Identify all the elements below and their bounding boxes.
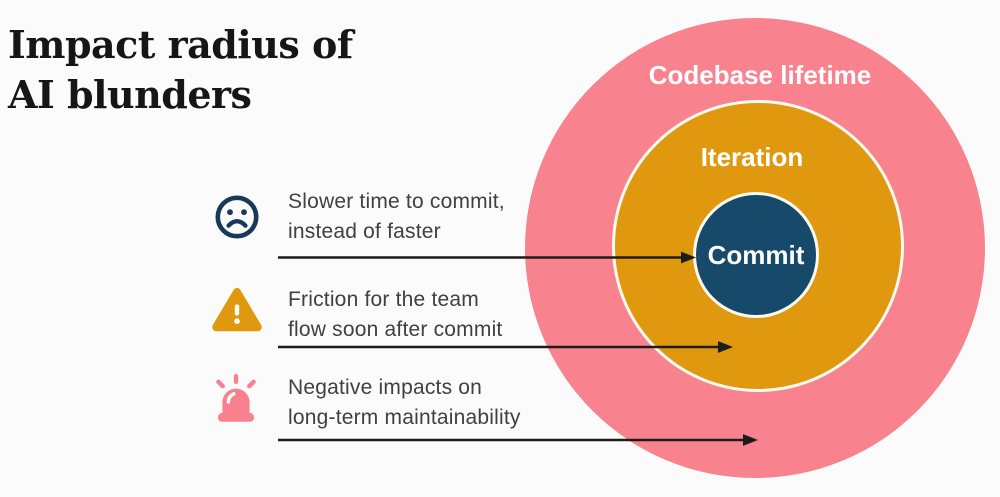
- annotation-text-team-friction: Friction for the team flow soon after co…: [288, 285, 502, 345]
- ring-label-codebase-lifetime: Codebase lifetime: [648, 60, 872, 90]
- annotation-line: Friction for the team: [288, 288, 479, 311]
- sad-face-icon: [213, 193, 261, 246]
- page-title: Impact radius of AI blunders: [8, 20, 353, 120]
- ring-label-commit: Commit: [707, 239, 805, 270]
- annotation-text-slower-commit: Slower time to commit, instead of faster: [288, 187, 505, 247]
- annotation-text-maintainability: Negative impacts on long-term maintainab…: [288, 373, 521, 433]
- annotation-line: Slower time to commit,: [288, 190, 505, 213]
- ring-commit: Commit: [693, 192, 819, 318]
- ring-label-iteration: Iteration: [700, 142, 804, 172]
- page-title-line-1: Impact radius of: [8, 22, 353, 67]
- annotation-line: flow soon after commit: [288, 318, 503, 341]
- annotation-line: Negative impacts on: [288, 376, 483, 399]
- siren-icon: [210, 371, 262, 432]
- page-title-line-2: AI blunders: [8, 72, 252, 117]
- annotation-line: long-term maintainability: [288, 406, 521, 429]
- warning-triangle-icon: [211, 286, 263, 339]
- annotation-line: instead of faster: [288, 220, 441, 243]
